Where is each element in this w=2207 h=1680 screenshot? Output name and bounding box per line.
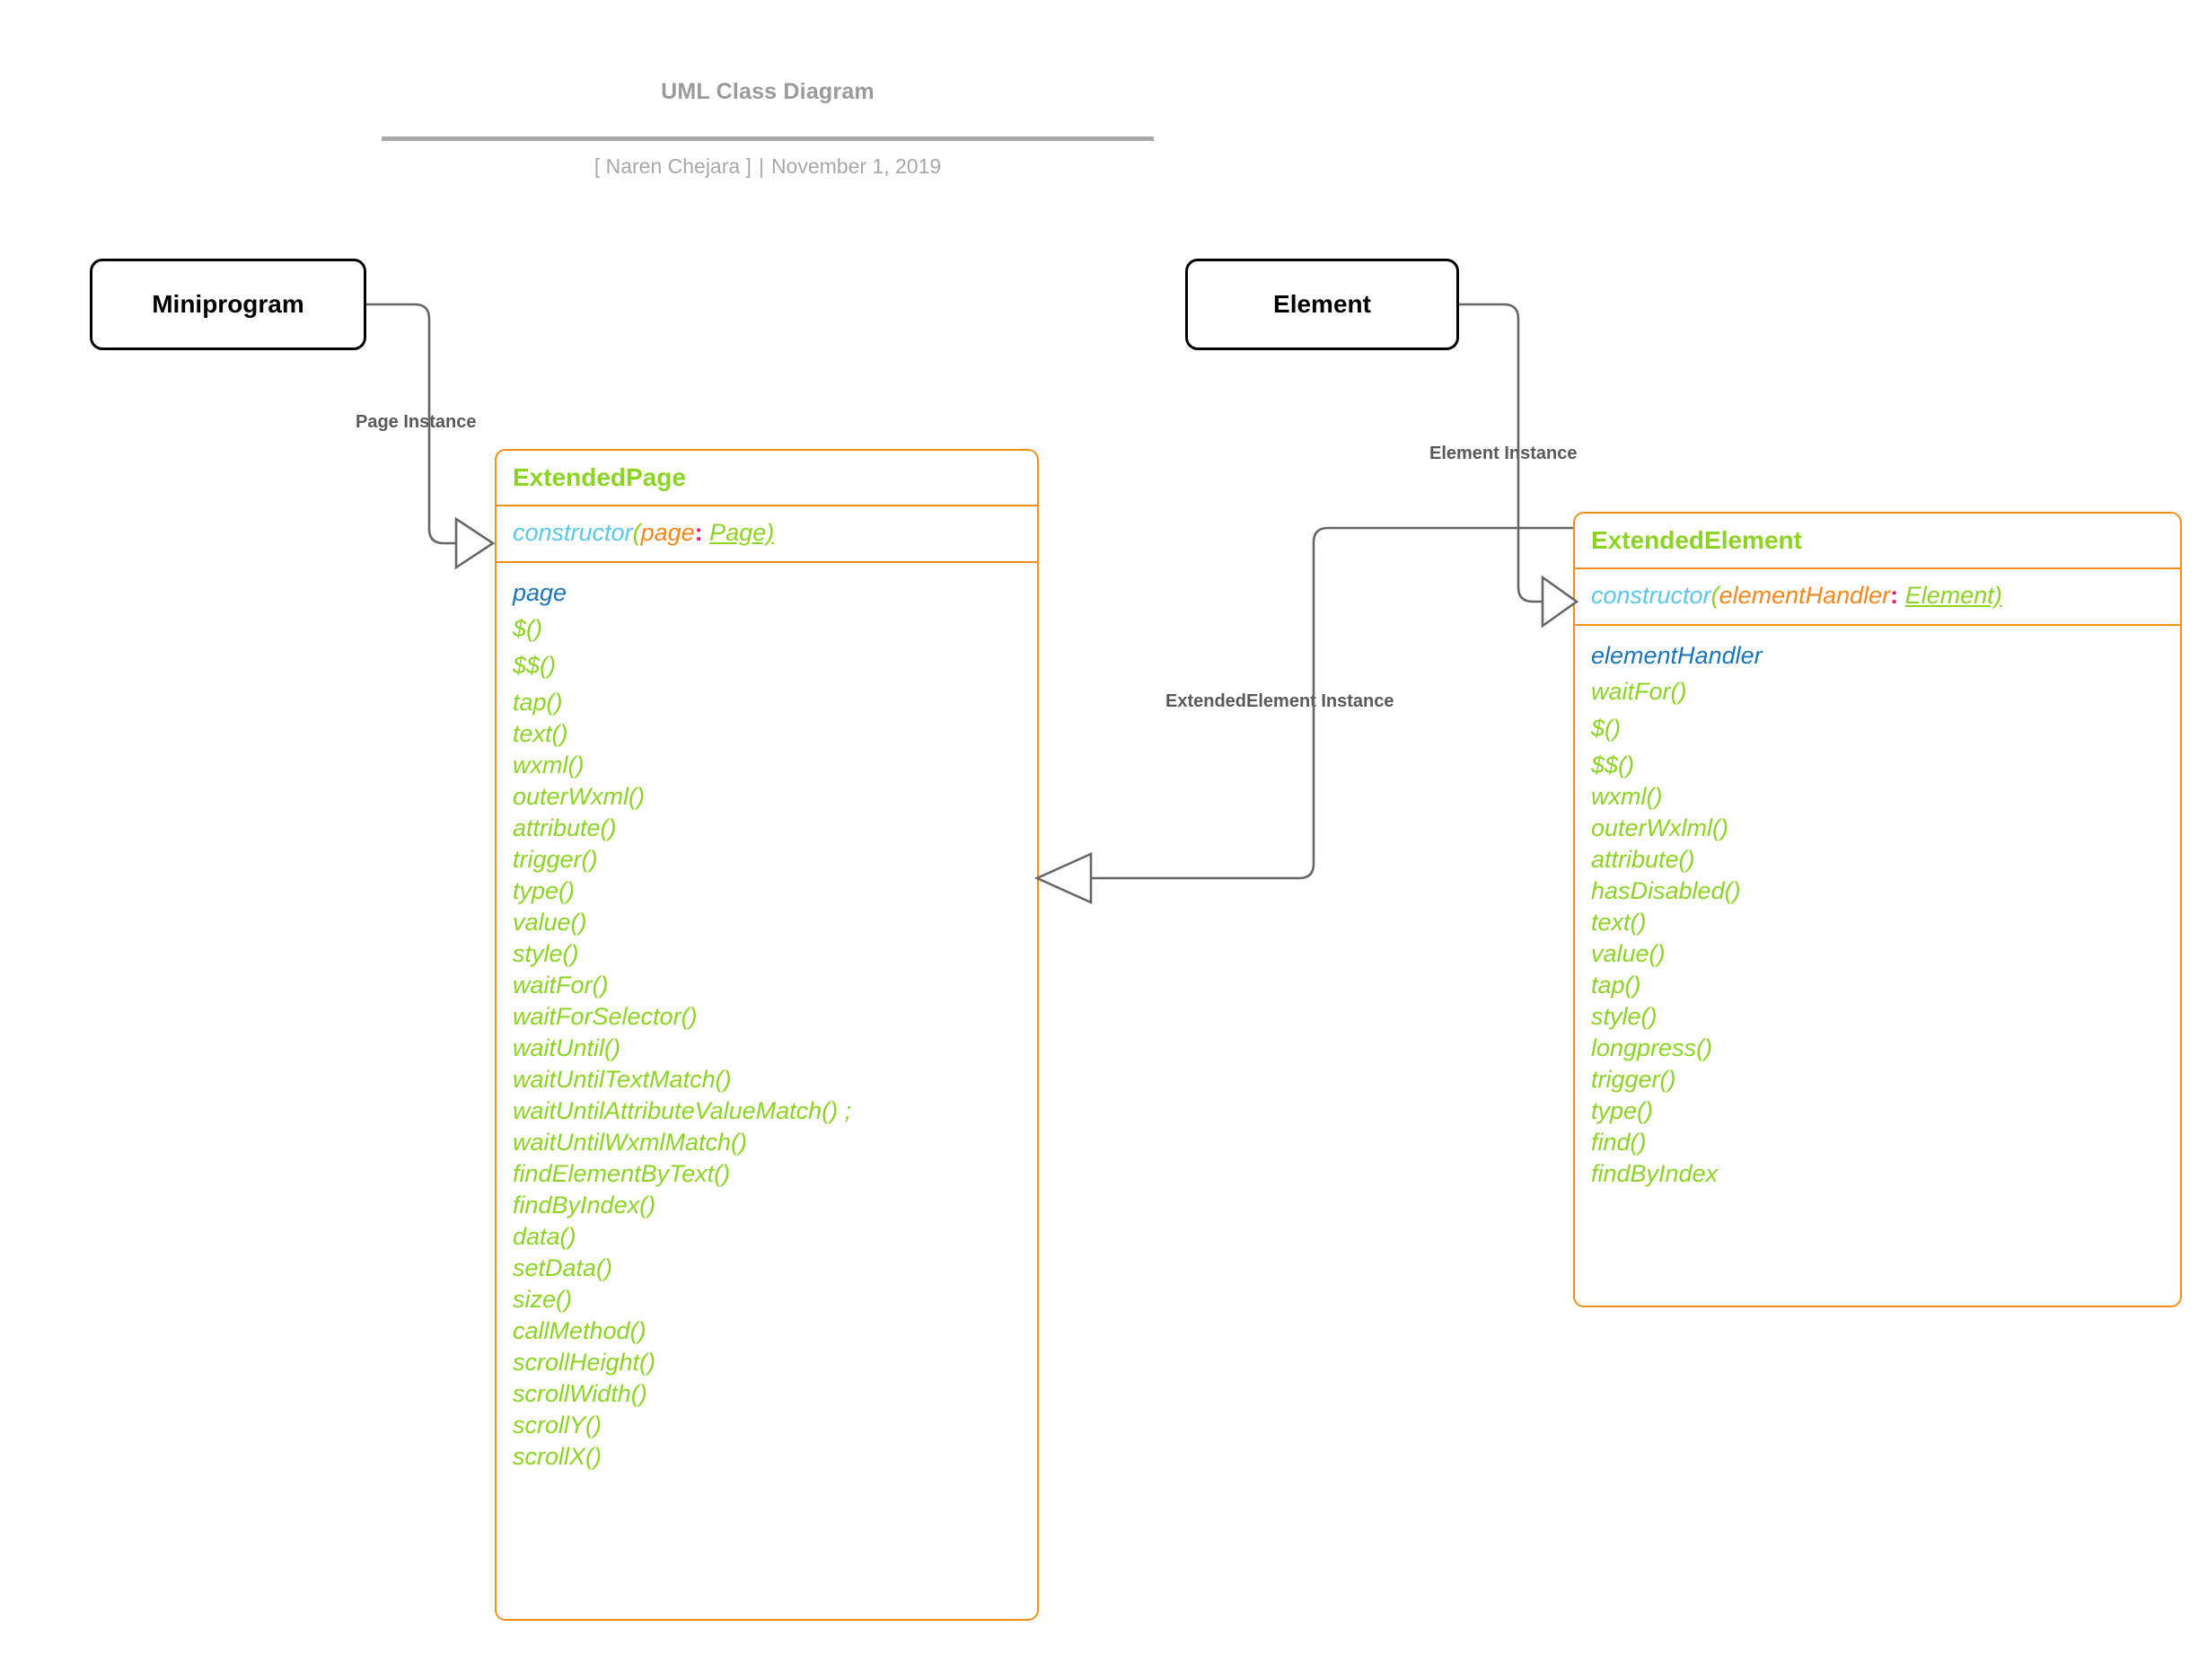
class-method: waitFor() [1591,678,1687,705]
constructor-arg: elementHandler [1719,582,1891,609]
class-method: waitFor() [513,972,609,998]
class-method: attribute() [513,814,617,841]
class-method: scrollY() [513,1412,602,1438]
class-members-extendedelement: elementHandler waitFor() $() $$() wxml()… [1575,626,2180,1206]
constructor-keyword: constructor [513,519,633,546]
class-name-extendedelement: ExtendedElement [1575,514,2180,569]
class-method: wxml() [1591,783,1663,810]
class-method: wxml() [513,752,585,778]
class-name-extendedpage: ExtendedPage [497,451,1037,506]
class-attribute: page [513,579,567,606]
page-title: UML Class Diagram [661,79,875,104]
external-class-miniprogram[interactable]: Miniprogram [90,259,366,350]
constructor-colon: : [1890,582,1899,609]
class-method: value() [1591,940,1666,967]
date-label: November 1, 2019 [770,154,942,178]
inheritance-arrowhead-page [454,516,496,570]
class-method: hasDisabled() [1591,877,1741,904]
class-method: $$() [513,652,557,679]
constructor-keyword: constructor [1591,582,1711,609]
class-constructor-extendedelement: constructor(elementHandler: Element) [1575,569,2180,626]
class-method: scrollHeight() [513,1349,656,1376]
class-method: style() [513,940,579,967]
class-box-extendedpage[interactable]: ExtendedPage constructor(page: Page) pag… [495,449,1039,1621]
class-attribute: elementHandler [1591,642,1763,669]
author-label: [ Naren Chejara ] [594,154,752,178]
class-constructor-extendedpage: constructor(page: Page) [497,506,1037,563]
class-method: outerWxlml() [1591,814,1728,841]
external-class-element[interactable]: Element [1185,259,1459,350]
class-method: findElementByText() [513,1160,731,1187]
connector-label-element-instance: Element Instance [1429,444,1578,463]
class-method: $() [1591,715,1621,742]
class-method: attribute() [1591,846,1695,873]
class-method: trigger() [1591,1066,1676,1093]
class-method: trigger() [513,846,598,873]
constructor-arg: page [640,519,695,546]
page-subtitle: [ Naren Chejara ]|November 1, 2019 [382,154,1154,179]
class-method: style() [1591,1003,1657,1030]
inheritance-arrowhead-extendedelement [1033,851,1093,905]
class-method: size() [513,1286,572,1313]
constructor-type: Page) [709,519,775,546]
title-divider [382,136,1154,141]
class-method: waitForSelector() [513,1003,698,1030]
class-method: scrollWidth() [513,1380,647,1407]
constructor-open-paren: ( [1710,582,1719,609]
class-method: callMethod() [513,1317,646,1344]
class-method: tap() [1591,972,1641,998]
class-method: type() [513,877,576,904]
class-method: text() [1591,909,1647,936]
class-method: tap() [513,689,563,716]
class-method: scrollX() [513,1443,602,1470]
class-method: waitUntil() [513,1034,621,1061]
connector-label-extendedelement-instance: ExtendedElement Instance [1165,691,1394,711]
class-method: setData() [513,1254,613,1281]
constructor-open-paren: ( [632,519,641,546]
external-class-label: Element [1273,290,1371,318]
class-method: waitUntilAttributeValueMatch() ; [513,1097,852,1124]
class-method: $$() [1591,752,1635,778]
constructor-colon: : [694,519,703,546]
external-class-label: Miniprogram [152,290,304,318]
inheritance-arrowhead-element [1541,575,1579,629]
class-method: type() [1591,1097,1654,1124]
class-method: waitUntilTextMatch() [513,1066,732,1093]
class-method: find() [1591,1129,1647,1156]
connector-label-page-instance: Page Instance [356,412,477,432]
class-members-extendedpage: page $() $$() tap() text() wxml() outerW… [497,563,1037,1489]
class-method: longpress() [1591,1034,1713,1061]
class-method: $() [513,615,542,642]
class-method: text() [513,720,568,747]
class-method: data() [513,1223,576,1250]
class-method: outerWxml() [513,783,645,810]
constructor-type: Element) [1904,582,2002,609]
subtitle-separator: | [758,154,764,178]
class-method: findByIndex() [513,1192,656,1218]
class-method: value() [513,909,587,936]
class-box-extendedelement[interactable]: ExtendedElement constructor(elementHandl… [1573,512,2182,1307]
class-method: findByIndex [1591,1160,1719,1187]
class-method: waitUntilWxmlMatch() [513,1129,748,1156]
